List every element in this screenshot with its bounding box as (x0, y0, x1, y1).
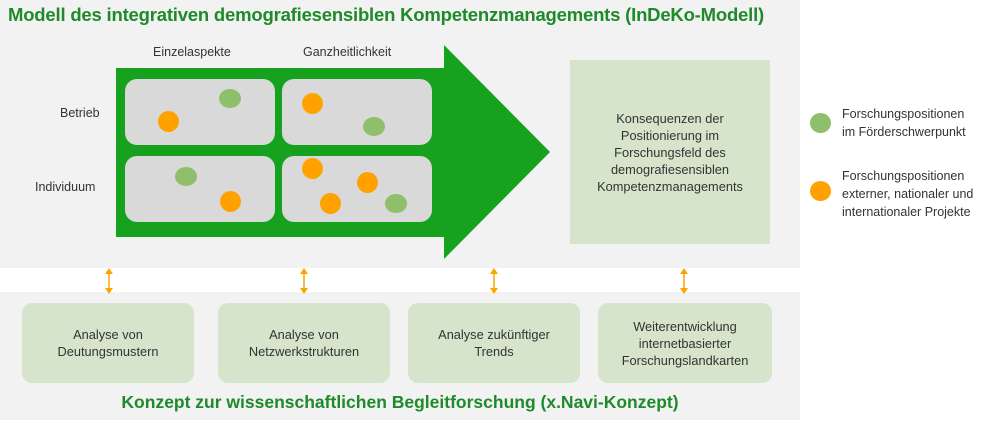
legend-line: Forschungspositionen (842, 169, 965, 183)
column-header-ganzheitlichkeit: Ganzheitlichkeit (303, 45, 392, 59)
method-line: Forschungslandkarten (621, 352, 749, 368)
legend-line: internationaler Projekte (842, 205, 971, 219)
cell-betrieb-einzelaspekte (125, 79, 275, 145)
green-dot (363, 117, 385, 136)
row-header-individuum: Individuum (35, 180, 96, 194)
legend-orange-circle-icon (810, 181, 831, 201)
consequences-box: Konsequenzen der Positionierung im Forsc… (570, 60, 770, 244)
double-arrow-icon (105, 268, 113, 294)
consequence-line: Konsequenzen der (616, 110, 724, 126)
legend-item-externe-projekte: Forschungspositionen externer, nationale… (842, 167, 1007, 221)
double-arrow-icon (680, 268, 688, 294)
method-line: Analyse von (269, 327, 339, 342)
legend-line: im Förderschwerpunkt (842, 125, 966, 139)
consequence-line: Positionierung im (620, 127, 720, 143)
cell-individuum-ganzheitlichkeit (282, 156, 432, 222)
method-line: Analyse von (73, 327, 143, 342)
orange-dot (357, 172, 378, 193)
green-dot (219, 89, 241, 108)
consequence-line: demografiesensiblen (610, 161, 730, 177)
cell-betrieb-ganzheitlichkeit (282, 79, 432, 145)
concept-title: Konzept zur wissenschaftlichen Begleitfo… (121, 392, 679, 412)
method-line: Analyse zukünftiger (438, 327, 550, 342)
method-box-trends: Analyse zukünftiger Trends (408, 303, 580, 383)
orange-dot (220, 191, 241, 212)
method-box-netzwerkstrukturen: Analyse von Netzwerkstrukturen (218, 303, 390, 383)
orange-dot (302, 158, 323, 179)
green-dot (385, 194, 407, 213)
model-title: Modell des integrativen demografiesensib… (8, 4, 764, 25)
double-arrow-icon (300, 268, 308, 294)
method-box-deutungsmuster: Analyse von Deutungsmustern (22, 303, 194, 383)
method-box-forschungslandkarten: Weiterentwicklung internetbasierter Fors… (598, 303, 772, 383)
cell-individuum-einzelaspekte (125, 156, 275, 222)
method-line: Trends (474, 344, 514, 359)
orange-dot (302, 93, 323, 114)
column-header-einzelaspekte: Einzelaspekte (153, 45, 231, 59)
method-line: Weiterentwicklung (633, 318, 737, 334)
legend-green-circle-icon (810, 113, 831, 133)
orange-dot (320, 193, 341, 214)
orange-dot (158, 111, 179, 132)
legend-line: Forschungspositionen (842, 107, 965, 121)
consequence-line: Forschungsfeld des (614, 144, 726, 160)
consequence-line: Kompetenzmanagements (597, 178, 743, 194)
method-line: internetbasierter (638, 335, 732, 351)
green-dot (175, 167, 197, 186)
legend-line: externer, nationaler und (842, 187, 974, 201)
row-header-betrieb: Betrieb (60, 106, 100, 120)
legend-item-foerderschwerpunkt: Forschungspositionen im Förderschwerpunk… (842, 105, 1007, 141)
double-arrow-icon (490, 268, 498, 294)
method-line: Deutungsmustern (57, 344, 159, 359)
method-line: Netzwerkstrukturen (248, 344, 360, 359)
